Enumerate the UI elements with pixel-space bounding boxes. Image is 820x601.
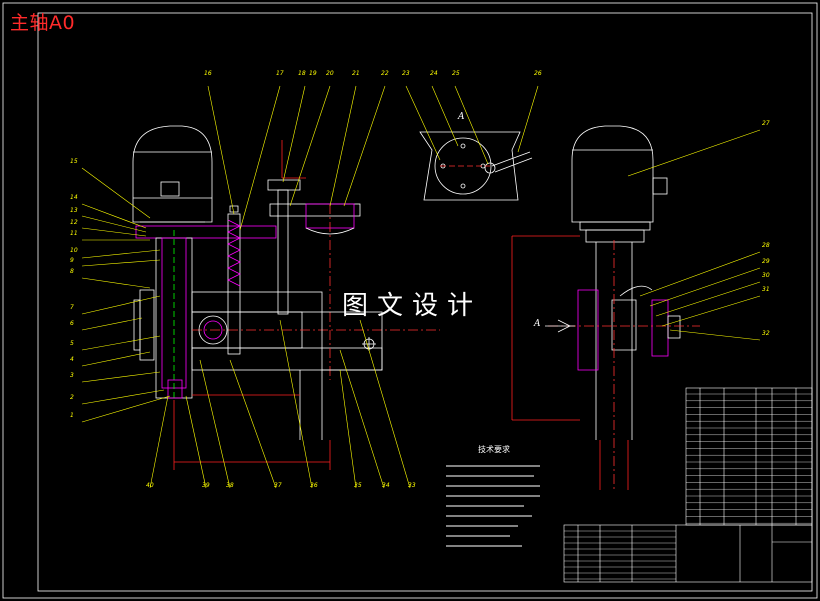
side-view-leaders bbox=[627, 129, 761, 341]
watermark-text: 图文设计 bbox=[342, 291, 483, 321]
part-label-20: 20 bbox=[326, 70, 334, 77]
part-label-28: 28 bbox=[762, 242, 770, 249]
part-label-21: 21 bbox=[352, 70, 360, 77]
main-view-leaders bbox=[81, 85, 411, 489]
part-label-13: 13 bbox=[70, 207, 78, 214]
part-label-29: 29 bbox=[762, 258, 770, 265]
part-label-22: 22 bbox=[381, 70, 389, 77]
side-view bbox=[511, 125, 700, 490]
part-label-26: 26 bbox=[534, 70, 542, 77]
part-label-25: 25 bbox=[452, 70, 460, 77]
part-label-18: 18 bbox=[298, 70, 306, 77]
part-label-40: 40 bbox=[146, 482, 154, 489]
part-label-35: 35 bbox=[354, 482, 362, 489]
part-label-36: 36 bbox=[310, 482, 318, 489]
part-label-14: 14 bbox=[70, 194, 78, 201]
part-label-37: 37 bbox=[274, 482, 282, 489]
part-label-6: 6 bbox=[70, 320, 74, 327]
part-label-24: 24 bbox=[430, 70, 438, 77]
section-label-a: A bbox=[458, 112, 465, 122]
part-label-30: 30 bbox=[762, 272, 770, 279]
part-label-32: 32 bbox=[762, 330, 770, 337]
part-label-15: 15 bbox=[70, 158, 78, 165]
part-label-1: 1 bbox=[70, 412, 74, 419]
tech-requirements-title: 技术要求 bbox=[478, 445, 510, 454]
section-a-leaders bbox=[405, 85, 539, 165]
part-label-8: 8 bbox=[70, 268, 74, 275]
inner-frame bbox=[37, 12, 813, 592]
part-label-33: 33 bbox=[408, 482, 416, 489]
part-label-19: 19 bbox=[309, 70, 317, 77]
title-block bbox=[563, 387, 813, 583]
drawing-title: 主轴A0 bbox=[10, 12, 76, 34]
section-label-a-arrow: A bbox=[534, 319, 541, 329]
part-label-23: 23 bbox=[402, 70, 410, 77]
part-label-39: 39 bbox=[202, 482, 210, 489]
section-a-view bbox=[419, 131, 533, 201]
part-label-11: 11 bbox=[70, 230, 78, 237]
part-label-17: 17 bbox=[276, 70, 284, 77]
part-label-31: 31 bbox=[762, 286, 770, 293]
bom-row-lines bbox=[564, 393, 812, 580]
part-label-4: 4 bbox=[70, 356, 74, 363]
part-label-7: 7 bbox=[70, 304, 74, 311]
part-label-38: 38 bbox=[226, 482, 234, 489]
part-label-12: 12 bbox=[70, 219, 78, 226]
part-label-10: 10 bbox=[70, 247, 78, 254]
part-label-5: 5 bbox=[70, 340, 74, 347]
tech-requirements-lines bbox=[446, 465, 540, 547]
part-label-34: 34 bbox=[382, 482, 390, 489]
part-label-9: 9 bbox=[70, 257, 74, 264]
part-label-27: 27 bbox=[762, 120, 770, 127]
part-label-2: 2 bbox=[70, 394, 74, 401]
part-label-3: 3 bbox=[70, 372, 74, 379]
part-label-16: 16 bbox=[204, 70, 212, 77]
main-section-view bbox=[132, 125, 440, 470]
